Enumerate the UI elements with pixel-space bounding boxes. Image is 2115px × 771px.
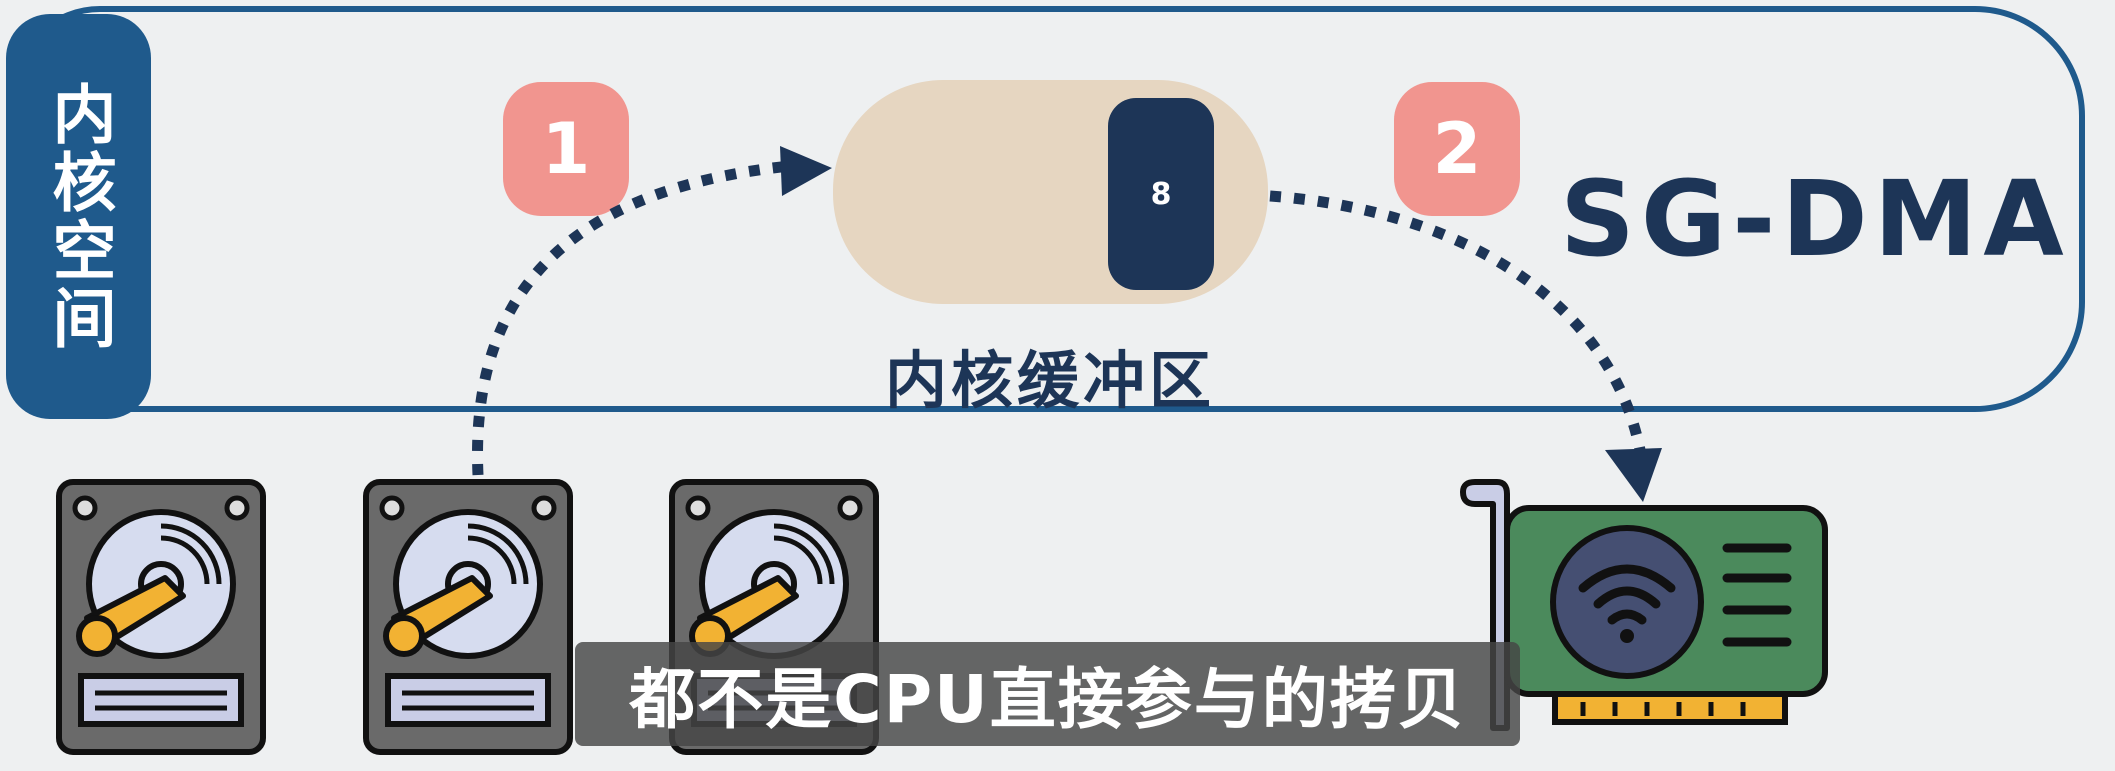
kernel-space-label: 内核空间 — [41, 80, 116, 353]
buffer-data-block: 8 — [1108, 98, 1214, 290]
step-1-badge: 1 — [503, 82, 629, 216]
kernel-space-tag: 内核空间 — [6, 14, 151, 419]
arrow-disk-to-buffer — [472, 160, 791, 476]
sg-dma-label: SG-DMA — [1560, 158, 2070, 280]
hard-disk-icon — [363, 479, 573, 755]
arrowhead-to-nic — [1605, 448, 1662, 502]
network-card-icon — [1460, 479, 1828, 731]
arrow-buffer-to-nic — [1269, 190, 1646, 452]
arrowhead-to-buffer — [780, 146, 832, 196]
step-2-badge: 2 — [1394, 82, 1520, 216]
kernel-buffer-label: 内核缓冲区 — [884, 344, 1215, 417]
subtitle-caption: 都不是CPU直接参与的拷贝 — [575, 642, 1520, 746]
hard-disk-icon — [56, 479, 266, 755]
